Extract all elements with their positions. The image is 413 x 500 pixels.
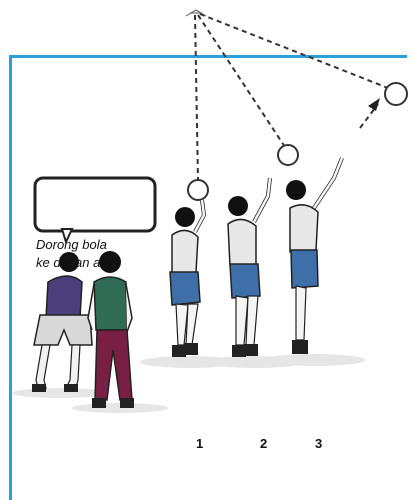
floor-shadows	[12, 354, 365, 413]
figure-number-2: 2	[260, 436, 267, 451]
speech-line-1: Dorong bola	[36, 236, 156, 254]
player-2	[228, 178, 270, 357]
figure-number-3: 3	[315, 436, 322, 451]
speech-line-2: ke depan atas	[36, 254, 156, 272]
figure-number-1: 1	[196, 436, 203, 451]
speech-bubble	[35, 178, 155, 242]
player-left-purple	[32, 252, 92, 392]
ball-2	[278, 145, 298, 165]
ball-3	[385, 83, 407, 105]
ball-1	[188, 180, 208, 200]
player-3	[286, 158, 342, 354]
player-front-green	[88, 251, 134, 408]
player-1	[170, 200, 204, 357]
speech-bubble-text: Dorong bola ke depan atas	[36, 236, 156, 272]
